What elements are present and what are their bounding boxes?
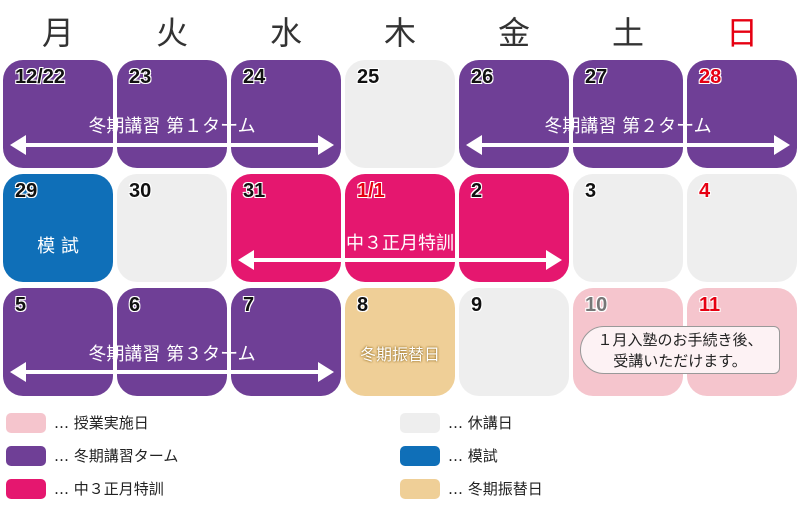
note-line1: １月入塾のお手続き後、	[597, 331, 763, 349]
date-number: 6	[129, 294, 141, 316]
legend-label: … 授業実施日	[54, 414, 149, 432]
weekday-label: 金	[497, 14, 530, 52]
date-number: 27	[585, 66, 608, 88]
term3-label: 冬期講習 第３ターム	[88, 344, 256, 365]
legend-swatch	[400, 478, 440, 499]
date-number: 25	[357, 66, 380, 88]
calendar-day: 9	[459, 288, 569, 396]
date-number: 4	[699, 180, 711, 202]
weekday-label: 日	[725, 14, 758, 52]
calendar-day: 6	[117, 288, 227, 396]
calendar-day: 25	[345, 60, 455, 168]
date-number: 31	[243, 180, 266, 202]
note-line2: 受講いただけます。	[613, 352, 747, 370]
date-number: 23	[129, 66, 152, 88]
weekday-label: 火	[155, 14, 188, 52]
weekday-label: 土	[611, 14, 644, 52]
date-number: 3	[585, 180, 597, 202]
legend-label: … 冬期振替日	[448, 480, 543, 498]
term3-arrow	[10, 362, 334, 382]
legend-item: … 冬期講習ターム	[6, 445, 178, 466]
calendar-day: 29	[3, 174, 113, 282]
special-label: 中３正月特訓	[346, 233, 454, 254]
date-number: 12/22	[15, 66, 66, 88]
date-number: 30	[129, 180, 152, 202]
legend-label: … 模試	[448, 447, 498, 465]
date-number: 1/1	[357, 180, 385, 202]
term1-arrow	[10, 135, 334, 155]
term2-label: 冬期講習 第２ターム	[544, 116, 712, 137]
calendar-day: 30	[117, 174, 227, 282]
legend-label: … 休講日	[448, 414, 513, 432]
legend-item: … 中３正月特訓	[6, 478, 164, 499]
term2-arrow	[466, 135, 790, 155]
legend-item: … 休講日	[400, 412, 513, 433]
date-number: 24	[243, 66, 266, 88]
legend-swatch	[6, 445, 46, 466]
legend-label: … 冬期講習ターム	[54, 447, 179, 465]
calendar-day: 8	[345, 288, 455, 396]
legend-swatch	[400, 412, 440, 433]
calendar-day: 3	[573, 174, 683, 282]
makeup-label: 冬期振替日	[359, 345, 440, 364]
term1-label: 冬期講習 第１ターム	[88, 116, 256, 137]
special-arrow	[238, 250, 562, 270]
weekday-label: 月	[41, 14, 74, 52]
legend-item: … 冬期振替日	[400, 478, 543, 499]
legend-swatch	[400, 445, 440, 466]
legend-swatch	[6, 478, 46, 499]
date-number: 9	[471, 294, 483, 316]
calendar-day: 1/1	[345, 174, 455, 282]
date-number: 26	[471, 66, 494, 88]
legend-swatch	[6, 412, 46, 433]
date-number: 28	[699, 66, 722, 88]
date-number: 2	[471, 180, 483, 202]
legend-item: … 模試	[400, 445, 498, 466]
legend-item: … 授業実施日	[6, 412, 149, 433]
date-number: 29	[15, 180, 38, 202]
date-number: 8	[357, 294, 369, 316]
calendar-day: 23	[117, 60, 227, 168]
weekday-label: 水	[269, 14, 302, 52]
date-number: 7	[243, 294, 255, 316]
calendar-day: 27	[573, 60, 683, 168]
date-number: 10	[585, 294, 608, 316]
weekday-label: 木	[383, 14, 416, 52]
mock-label: 模 試	[37, 236, 79, 257]
enrollment-note-bubble: １月入塾のお手続き後、 受講いただけます。	[580, 326, 780, 374]
date-number: 11	[699, 294, 721, 316]
legend-label: … 中３正月特訓	[54, 480, 164, 498]
calendar-day: 4	[687, 174, 797, 282]
date-number: 5	[15, 294, 27, 316]
